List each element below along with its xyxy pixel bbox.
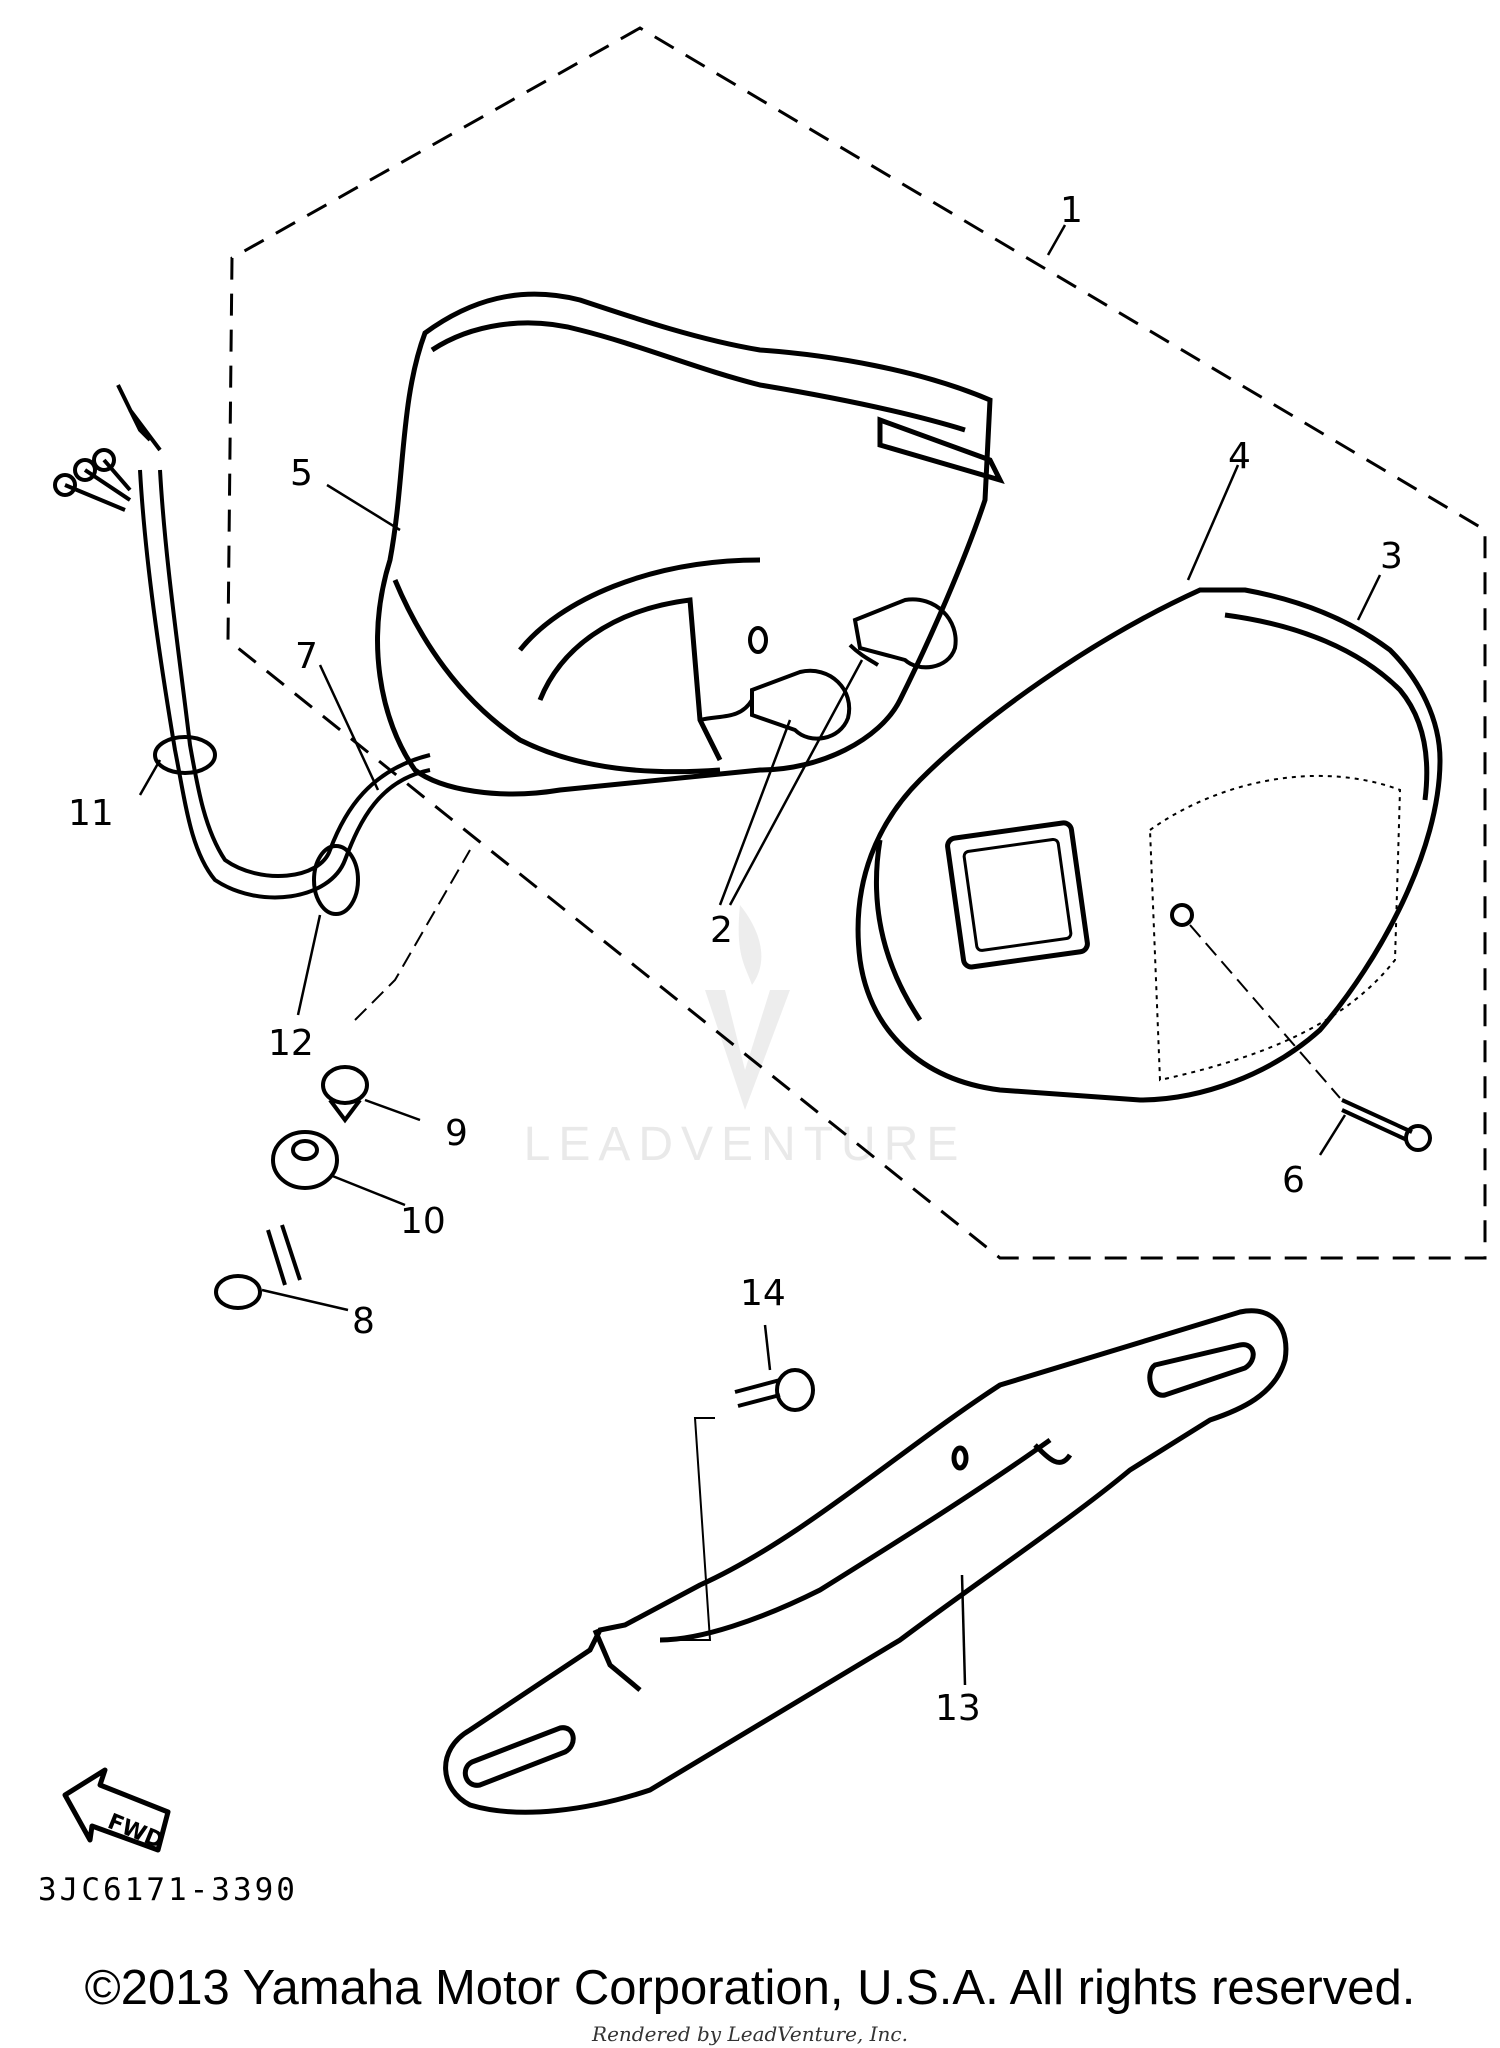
screw-6: [1189, 924, 1432, 1152]
callout-labels: 1 2 3 4 5 6 7 8 9 10 11 12 13 14: [68, 190, 1403, 1729]
bulbs: [699, 597, 958, 741]
callout-11: 11: [68, 793, 114, 834]
callout-9: 9: [445, 1113, 468, 1154]
callout-12: 12: [268, 1023, 314, 1064]
callout-2: 2: [710, 910, 733, 951]
callout-6: 6: [1282, 1160, 1305, 1201]
bolt-14: [665, 1368, 815, 1641]
callout-14: 14: [740, 1273, 786, 1314]
callout-7: 7: [295, 636, 318, 677]
callout-1: 1: [1060, 190, 1083, 231]
lamp-housing: [375, 291, 1005, 797]
wire-harness: [53, 384, 431, 916]
callout-5: 5: [290, 453, 313, 494]
license-bracket: [443, 1308, 1289, 1815]
callout-10: 10: [400, 1201, 446, 1242]
copyright-notice: ©2013 Yamaha Motor Corporation, U.S.A. A…: [84, 1961, 1416, 2015]
assembly-boundary: [226, 26, 1487, 1260]
rendered-by-credit: Rendered by LeadVenture, Inc.: [592, 2022, 908, 2046]
mounting-hardware: [214, 849, 471, 1310]
callout-13: 13: [935, 1688, 981, 1729]
leader-lines: [138, 224, 1382, 1686]
leadventure-watermark: LEADVENTURE: [524, 905, 967, 1171]
fwd-arrow-icon: FWD: [62, 1767, 171, 1854]
lamp-lens: [855, 587, 1443, 1103]
callout-4: 4: [1228, 436, 1251, 477]
callout-3: 3: [1380, 536, 1403, 577]
part-diagram-code: 3JC6171-3390: [38, 1872, 298, 1908]
callout-8: 8: [352, 1301, 375, 1342]
watermark-text: LEADVENTURE: [524, 1118, 967, 1171]
